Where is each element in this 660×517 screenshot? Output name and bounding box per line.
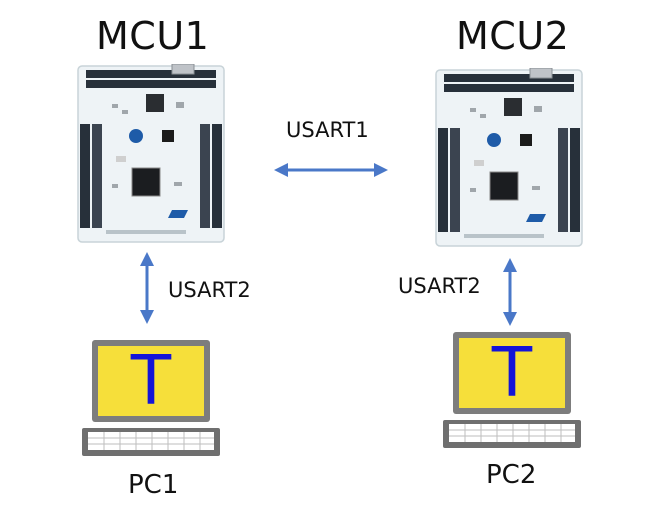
mcu1-board	[76, 64, 226, 244]
mcu2-title: MCU2	[456, 14, 570, 58]
usart1-label: USART1	[286, 118, 369, 142]
usart2-arrow-right	[503, 258, 517, 326]
pc1-laptop: T	[80, 338, 222, 460]
pc2-terminal-glyph: T	[490, 332, 534, 412]
pc2-laptop: T	[441, 330, 583, 452]
pc1-terminal-glyph: T	[129, 340, 173, 420]
usart2-left-label: USART2	[168, 278, 251, 302]
usart1-arrow	[274, 163, 388, 177]
laptop-icon	[443, 332, 581, 448]
pc1-label: PC1	[128, 470, 179, 500]
usart2-right-label: USART2	[398, 274, 481, 298]
pc2-label: PC2	[486, 460, 537, 490]
mcu1-title: MCU1	[96, 14, 210, 58]
nucleo-board-icon	[77, 64, 225, 243]
nucleo-board-icon	[435, 68, 583, 247]
usart2-arrow-left	[140, 252, 154, 324]
mcu2-board	[434, 68, 584, 248]
laptop-icon	[82, 340, 220, 456]
